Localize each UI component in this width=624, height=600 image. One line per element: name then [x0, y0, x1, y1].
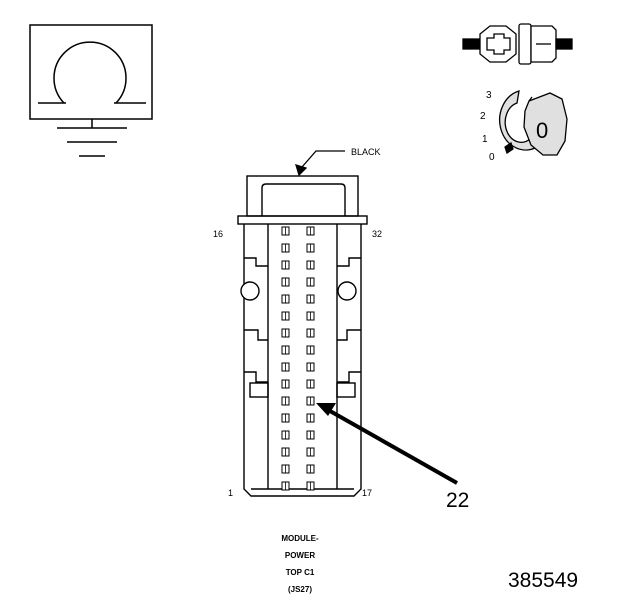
- pin-label-32: 32: [372, 229, 382, 239]
- connector-side-view-icon: [462, 23, 573, 65]
- color-leader-line: [295, 150, 345, 177]
- figure-number: 385549: [508, 569, 578, 592]
- ignition-key-icon: [499, 90, 568, 156]
- connector-body: [237, 175, 368, 497]
- connector-color-label: BLACK: [351, 147, 381, 157]
- key-position-0: 0: [489, 152, 495, 163]
- key-symbol: 0: [536, 118, 548, 143]
- ground-symbol-icon: [29, 24, 153, 157]
- caption-line-2: POWER: [285, 551, 315, 560]
- callout-arrow: [316, 403, 458, 485]
- caption-line-1: MODULE-: [281, 534, 319, 543]
- caption-line-4: (JS27): [288, 585, 312, 594]
- callout-pin-number: 22: [446, 489, 469, 512]
- key-position-1: 1: [482, 134, 488, 145]
- key-position-3: 3: [486, 90, 492, 101]
- pin-label-1: 1: [228, 488, 233, 498]
- caption-line-3: TOP C1: [286, 568, 315, 577]
- pin-label-17: 17: [362, 488, 372, 498]
- key-position-2: 2: [480, 111, 486, 122]
- pin-cavities: [281, 226, 315, 491]
- pin-label-16: 16: [213, 229, 223, 239]
